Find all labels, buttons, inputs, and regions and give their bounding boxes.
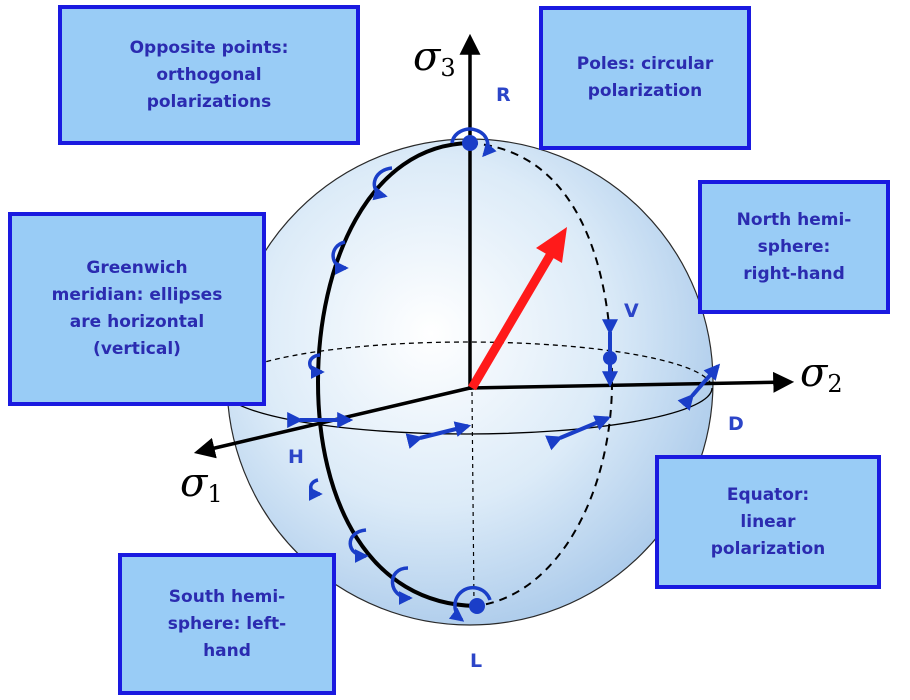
sigma2-symbol: σ [800,350,828,396]
label-H: H [288,446,304,468]
ellipse-markers-south [308,478,413,605]
meridian-back [469,142,614,607]
sigma1-symbol: σ [180,460,208,506]
box-north-line2: sphere: [757,236,831,257]
north-pole-circle-marker [450,127,497,158]
sigma3-subscript: 3 [440,54,456,82]
box-north-hemisphere: North hemi- sphere: right-hand [698,180,890,314]
axis3-lower-dashed [471,391,475,606]
box-poles: Poles: circular polarization [539,6,751,150]
label-D: D [728,413,744,435]
stokes-vector [468,249,556,391]
box-greenwich-line1: Greenwich [86,258,188,278]
box-poles-line1: Poles: circular [576,54,714,74]
label-L: L [470,650,483,672]
box-equator-line2: linear [740,511,796,532]
box-north-line3: right-hand [743,263,845,284]
axis-sigma2 [469,371,795,393]
box-south-line1: South hemi- [168,586,286,607]
stokes-vector-head [536,227,567,263]
box-opposite-points: Opposite points: orthogonal polarization… [58,5,360,145]
label-V: V [624,300,639,322]
axis-label-sigma1: σ1 [180,460,223,508]
box-greenwich-meridian: Greenwich meridian: ellipses are horizon… [8,212,266,406]
linear-d-arrow [677,363,721,411]
box-equator-line1: Equator: [726,484,810,505]
axis-label-sigma3: σ3 [413,34,456,82]
sigma2-subscript: 2 [827,370,843,398]
box-opposite-line2: orthogonal [156,64,262,85]
north-pole-dot [462,135,478,151]
box-south-line2: sphere: left- [167,613,287,634]
box-equator-line3: polarization [710,538,826,559]
box-south-line3: hand [203,640,251,661]
sigma1-subscript: 1 [207,480,223,508]
box-south-hemisphere: South hemi- sphere: left- hand [118,553,336,695]
sigma3-symbol: σ [413,34,441,80]
axis-label-sigma2: σ2 [800,350,843,398]
south-pole-dot [469,598,485,614]
linear-front-arrow [405,421,472,449]
box-north-line1: North hemi- [736,209,852,230]
label-R: R [496,84,511,106]
greenwich-meridian [315,141,477,608]
box-greenwich-line2: meridian: ellipses [51,285,223,305]
box-greenwich-line3: are horizontal [69,312,205,332]
box-opposite-line1: Opposite points: [129,37,289,58]
box-poles-line2: polarization [587,81,703,101]
ellipse-markers-north [308,166,393,379]
linear-front-right-arrow [545,415,611,451]
box-equator: Equator: linear polarization [655,455,881,589]
box-greenwich-line4: (vertical) [93,339,181,359]
south-pole-circle-marker [448,585,492,622]
box-opposite-line3: polarizations [146,91,272,112]
